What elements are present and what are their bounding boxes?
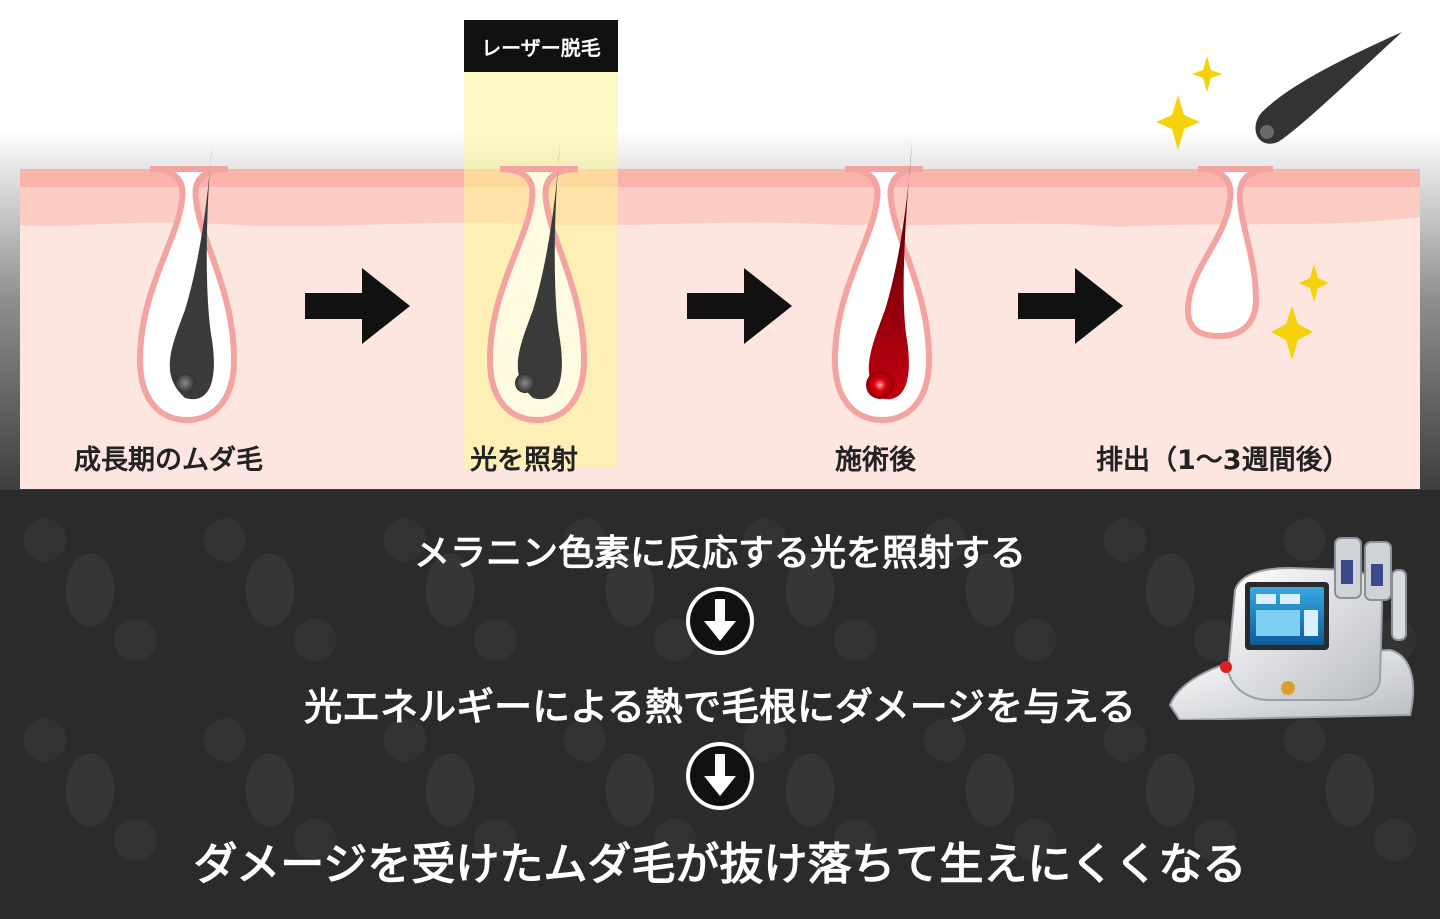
- laser-beam: [464, 72, 618, 467]
- step-3-text: ダメージを受けたムダ毛が抜け落ちて生えにくくなる: [193, 839, 1247, 890]
- skin-layers-svg: [20, 169, 1420, 227]
- laser-label: レーザー脱毛: [464, 20, 618, 72]
- stage-label-after: 施術後: [835, 445, 916, 476]
- stage-label-shedding: 排出（1〜3週間後）: [1096, 445, 1350, 476]
- stage-label-irradiate: 光を照射: [470, 445, 578, 476]
- step-2-text: 光エネルギーによる熱で毛根にダメージを与える: [304, 685, 1136, 729]
- stage-label-growth: 成長期のムダ毛: [74, 445, 263, 476]
- step-1-text: メラニン色素に反応する光を照射する: [413, 533, 1026, 574]
- laser-device-icon: [1168, 537, 1414, 720]
- arrow-down-icon: [686, 587, 754, 655]
- arrow-down-icon: [686, 742, 754, 810]
